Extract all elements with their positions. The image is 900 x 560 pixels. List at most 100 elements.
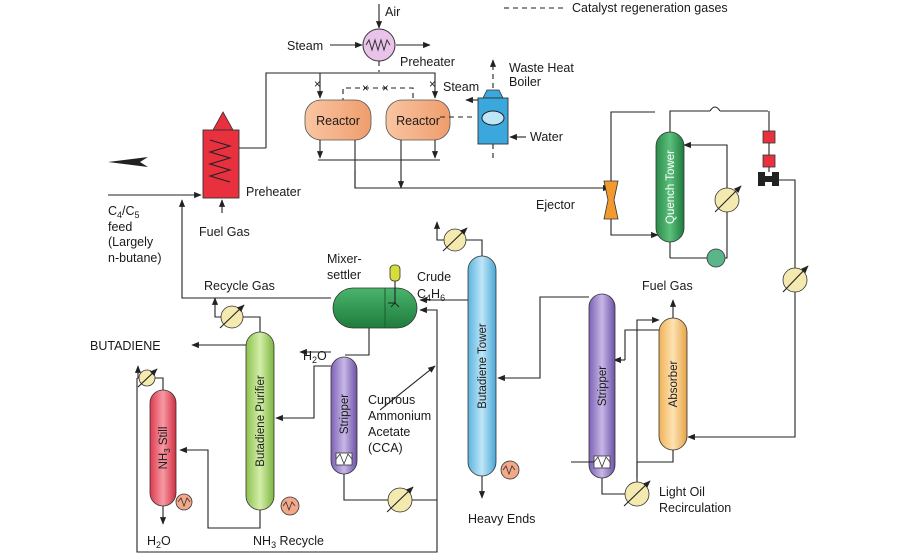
mixer-settler-label-1: Mixer- <box>327 252 362 266</box>
boiler-tube-bundle <box>481 110 505 126</box>
stripper-to-butadiene-tower <box>497 296 589 382</box>
cca-label-3: Acetate <box>368 425 410 439</box>
crude-label-1: Crude <box>417 270 451 284</box>
reactor-2-label: Reactor <box>396 114 440 128</box>
waste-heat-label-2: Boiler <box>509 75 541 89</box>
butadiene-tower-label: Butadiene Tower <box>477 323 489 409</box>
reboiler-coil-still <box>177 497 191 508</box>
quench-cooler-arrow <box>714 185 742 213</box>
reactor-1-label: Reactor <box>316 114 360 128</box>
still-reboiler <box>175 493 193 511</box>
reboiler-coil-mid <box>335 453 353 466</box>
quench-recycle-line <box>723 199 731 259</box>
cca-label-2: Ammonium <box>368 409 431 423</box>
recycle-gas-label: Recycle Gas <box>204 279 275 293</box>
cca-label-1: Cuprous <box>368 393 415 407</box>
condenser-arrow <box>442 227 468 252</box>
quench-pump <box>706 248 726 268</box>
ejector <box>603 180 619 220</box>
mixer-impeller-icon <box>388 302 400 308</box>
absorber-label: Absorber <box>668 361 680 408</box>
preheater-left-label: Preheater <box>246 185 301 199</box>
svg-text:feed: feed <box>108 220 132 234</box>
purifier-reboiler <box>280 496 300 516</box>
light-oil-cooler-arrow <box>623 480 651 507</box>
ejector-to-quench-line <box>610 219 659 239</box>
reactor-1 <box>304 99 372 141</box>
reboiler-coil-bt <box>502 465 516 476</box>
arrow-feed-icon <box>108 157 148 167</box>
recycle-gas-line <box>178 199 331 299</box>
stripper-to-purifier <box>275 365 331 422</box>
ejector-label: Ejector <box>536 198 575 212</box>
pipe-crossover-1 <box>709 106 721 112</box>
fuel-gas-right-label: Fuel Gas <box>642 279 693 293</box>
compressor-icon <box>758 172 779 186</box>
mixer-settler <box>332 287 418 329</box>
preheater-top-label: Preheater <box>400 55 455 69</box>
absorber-to-stripper-line <box>624 329 659 360</box>
reactor-2 <box>385 99 451 141</box>
still-condenser-arrow <box>137 368 158 388</box>
compressed-gas-to-absorber <box>687 179 796 441</box>
compressor-knockout-2 <box>762 154 776 168</box>
furnace-stack <box>212 111 234 131</box>
ejector-top-line <box>610 111 655 181</box>
butadiene-purifier-label: Butadiene Purifier <box>255 375 267 467</box>
mixer-settler-label-2: settler <box>327 268 361 282</box>
cca-label-4: (CCA) <box>368 441 403 455</box>
gas-cooler-arrow <box>782 265 809 293</box>
h2o-mid-label: H2O <box>303 349 327 365</box>
water-label: Water <box>530 130 563 144</box>
nh3-recycle-line <box>136 378 438 553</box>
stripper-right-label: Stripper <box>597 366 609 406</box>
reboiler-coil-right <box>593 456 611 469</box>
purifier-to-still <box>179 446 261 529</box>
light-oil-label-1: Light Oil <box>659 485 705 499</box>
quench-tower-label: Quench Tower <box>665 150 677 224</box>
valve-mark-4: × <box>382 83 389 95</box>
steam-top-label: Steam <box>287 39 323 53</box>
lean-oil-return-line <box>636 316 660 482</box>
quench-overhead-line <box>669 110 710 132</box>
waste-heat-label-1: Waste Heat <box>509 61 574 75</box>
fuel-gas-left-label: Fuel Gas <box>199 225 250 239</box>
svg-text:(Largely: (Largely <box>108 235 154 249</box>
feed-header-line <box>265 72 439 148</box>
butadiene-label: BUTADIENE <box>90 339 161 353</box>
butadiene-tower-reboiler <box>500 460 520 480</box>
air-label: Air <box>385 5 400 19</box>
stripper-bottom-line <box>601 478 625 495</box>
mixer-to-stripper-line <box>345 328 370 356</box>
cca-cooler-arrow <box>386 486 414 513</box>
steam-boiler-label: Steam <box>443 80 479 94</box>
h2o-bottom-label: H2O <box>147 534 171 550</box>
svg-text:C4/C5: C4/C5 <box>108 204 140 220</box>
legend-label: Catalyst regeneration gases <box>572 1 728 15</box>
valve-mark-2: × <box>429 79 436 91</box>
valve-mark-1: × <box>314 79 321 91</box>
boiler-hood <box>482 89 504 99</box>
svg-text:n-butane): n-butane) <box>108 251 162 265</box>
stripper-middle-label: Stripper <box>339 394 351 434</box>
purifier-condenser-arrow <box>219 304 245 329</box>
absorber-bottom-line <box>636 450 674 478</box>
air-preheater-coil <box>365 38 391 52</box>
nh3-still-label: NH3 Still <box>158 427 172 470</box>
crude-feed-pot <box>389 264 401 282</box>
light-oil-label-2: Recirculation <box>659 501 731 515</box>
regeneration-dash-line <box>342 87 414 103</box>
cca-pointer <box>379 365 436 411</box>
valve-mark-3: × <box>362 83 369 95</box>
cca-return-line <box>419 306 438 500</box>
reboiler-coil-purifier <box>282 501 296 512</box>
heavy-ends-label: Heavy Ends <box>468 512 535 526</box>
nh3-recycle-label: NH3 Recycle <box>253 534 324 550</box>
compressor-knockout-1 <box>762 130 776 144</box>
feed-label: C4/C5 feed (Largely n-butane) <box>108 204 162 265</box>
crude-label-2: C4H6 <box>417 287 445 303</box>
furnace-coil <box>208 139 232 183</box>
product-to-quench-line <box>354 170 611 192</box>
quench-reflux-line <box>683 141 728 188</box>
